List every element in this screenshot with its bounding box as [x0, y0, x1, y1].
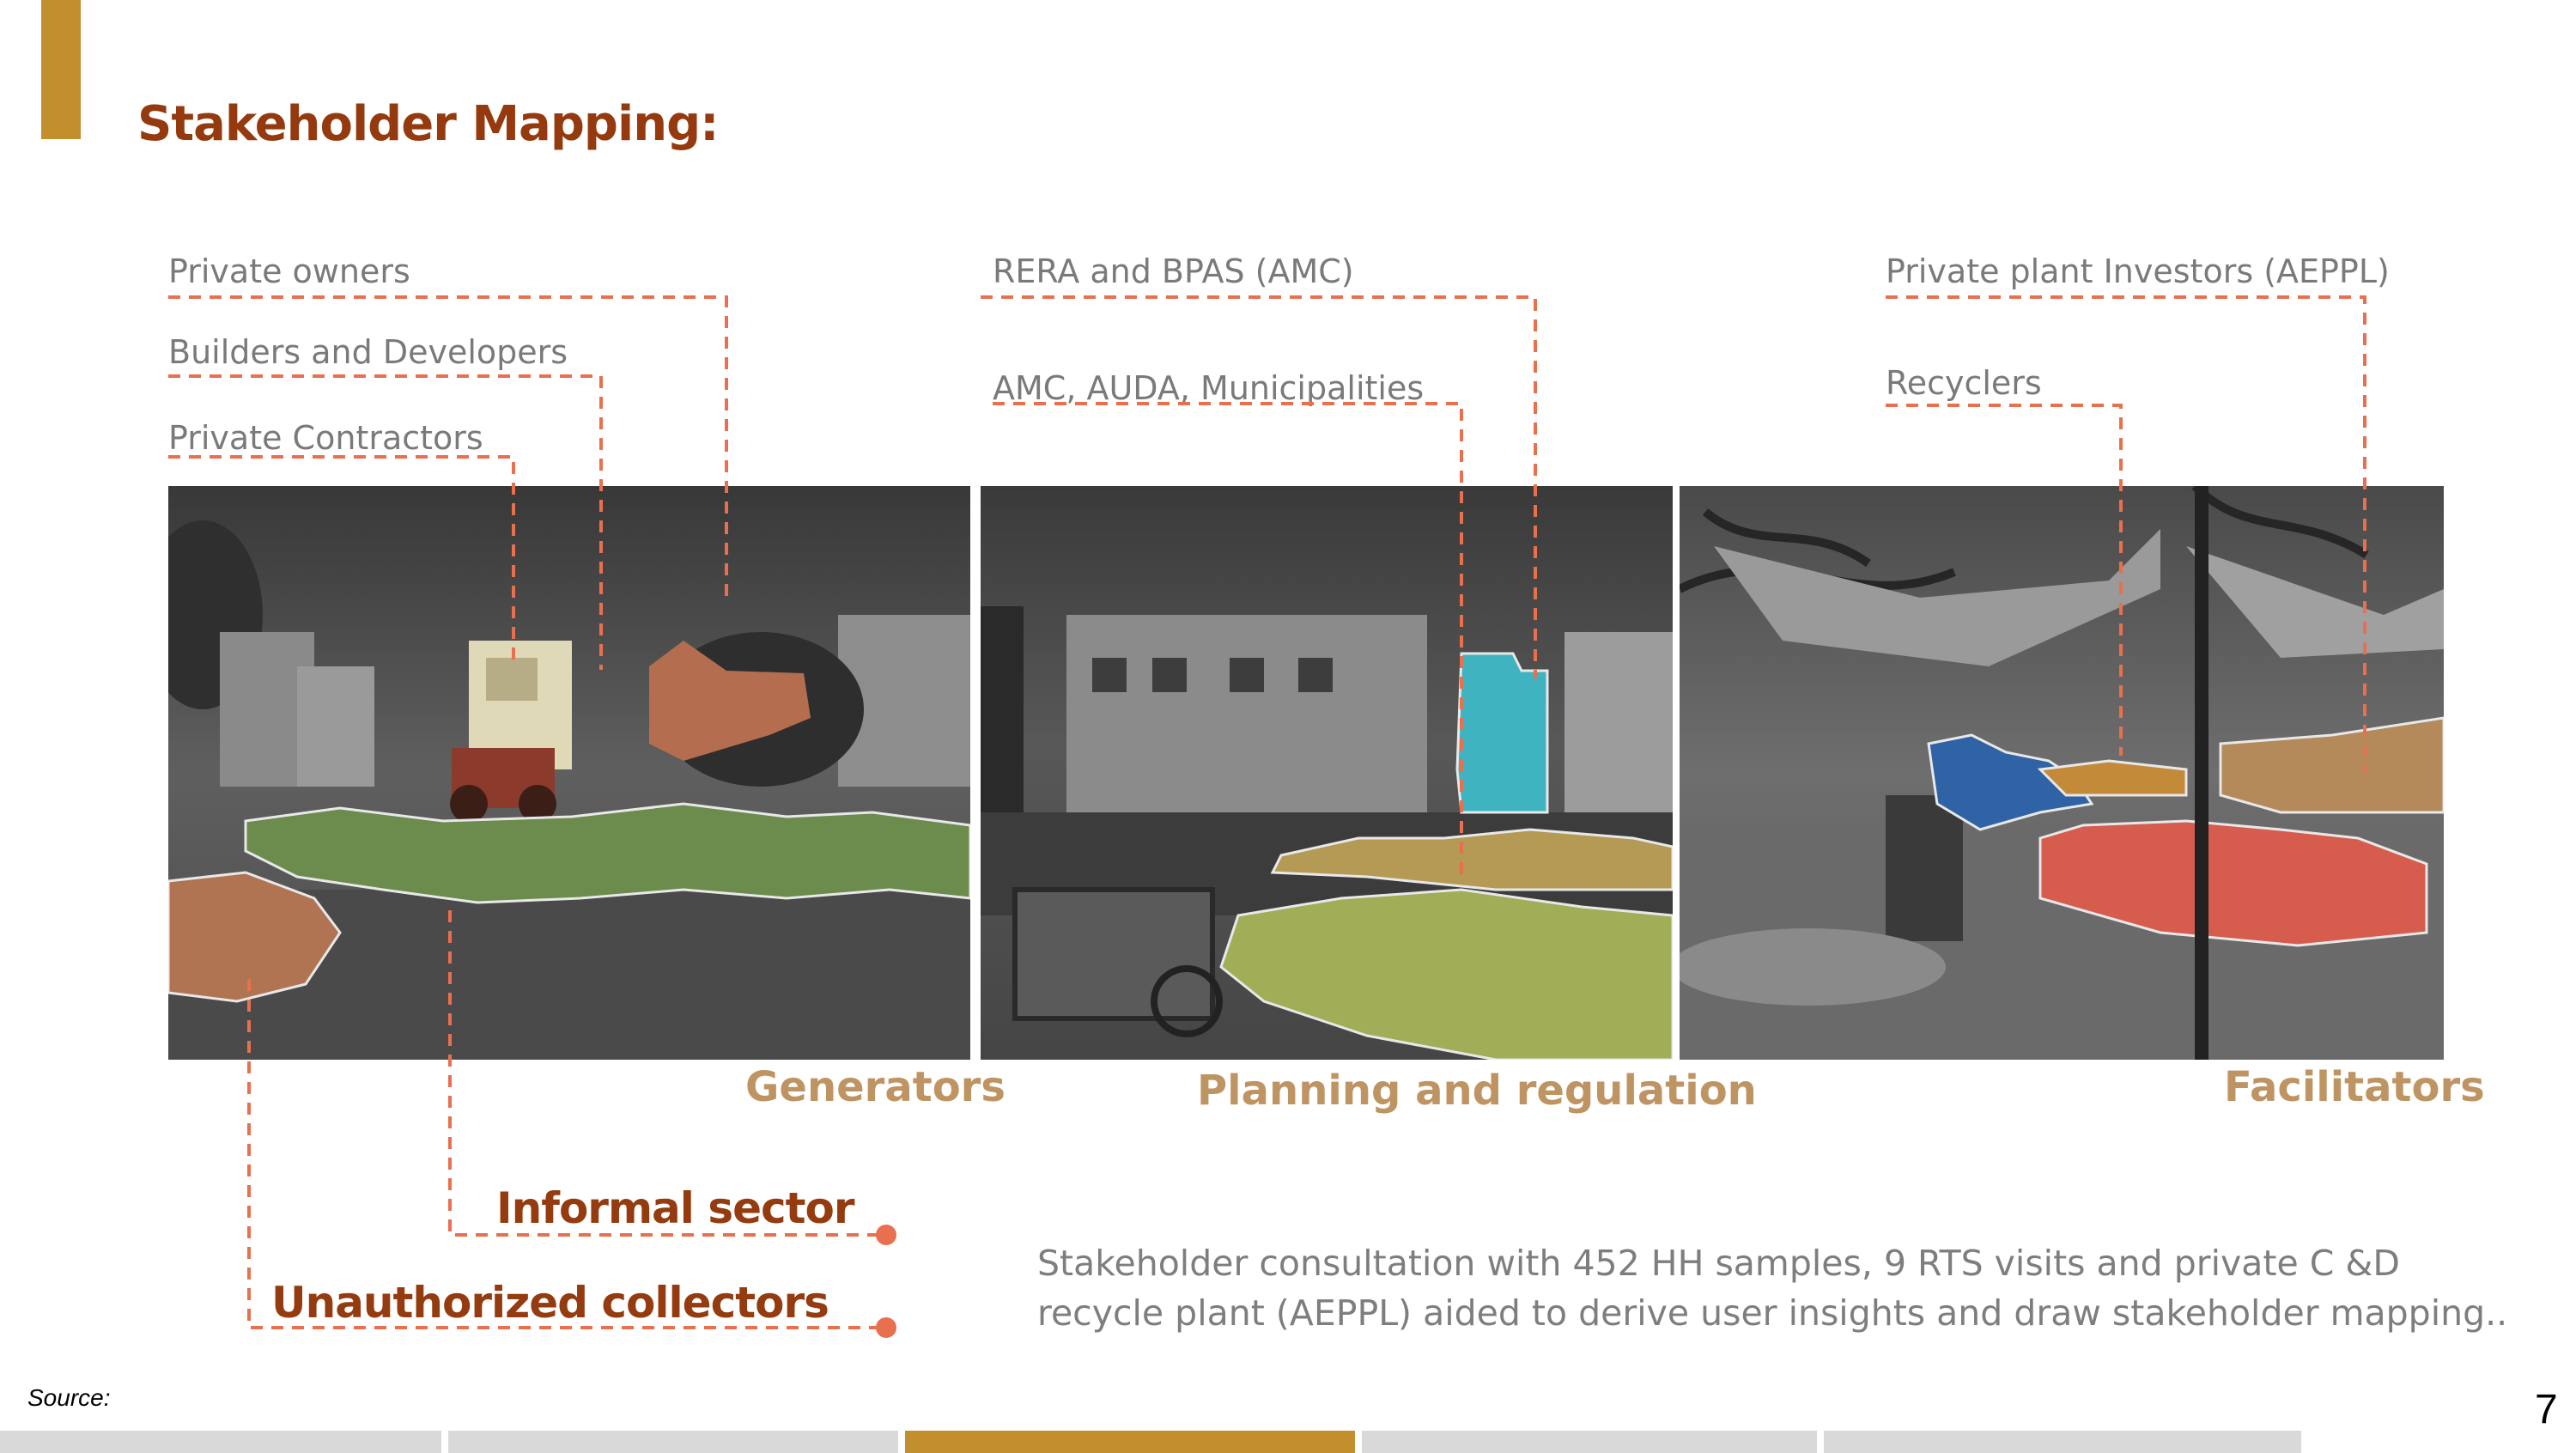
label-unauthorized-collectors: Unauthorized collectors	[271, 1278, 829, 1328]
caption-generators: Generators	[745, 1063, 1005, 1111]
section-bar-1	[0, 1431, 441, 1453]
connector-dot-unauthorized	[876, 1317, 896, 1338]
section-bar-3-active	[905, 1431, 1355, 1453]
label-private-owners: Private owners	[168, 252, 410, 290]
label-private-plant-investors: Private plant Investors (AEPPL)	[1886, 252, 2390, 290]
source-label: Source:	[27, 1384, 111, 1411]
section-bar-4	[1362, 1431, 1817, 1453]
label-informal-sector: Informal sector	[496, 1183, 855, 1233]
label-recyclers: Recyclers	[1886, 364, 2042, 402]
accent-bar	[41, 0, 81, 139]
label-builders-developers: Builders and Developers	[168, 333, 568, 371]
page-number: 7	[2535, 1387, 2558, 1432]
section-bar-5	[1824, 1431, 2301, 1453]
facilitators-photo	[1680, 486, 2444, 1060]
generators-photo	[168, 486, 970, 1060]
planning-photo	[981, 486, 1673, 1060]
caption-planning: Planning and regulation	[1197, 1067, 1757, 1115]
connector-dot-informal	[876, 1225, 896, 1245]
label-private-contractors: Private Contractors	[168, 419, 483, 457]
section-bar-2	[448, 1431, 898, 1453]
slide-title: Stakeholder Mapping:	[137, 96, 720, 152]
summary-text: Stakeholder consultation with 452 HH sam…	[1037, 1243, 2508, 1334]
label-amc-auda: AMC, AUDA, Municipalities	[993, 369, 1425, 407]
label-rera-bpas: RERA and BPAS (AMC)	[993, 252, 1354, 290]
caption-facilitators: Facilitators	[2224, 1063, 2485, 1111]
